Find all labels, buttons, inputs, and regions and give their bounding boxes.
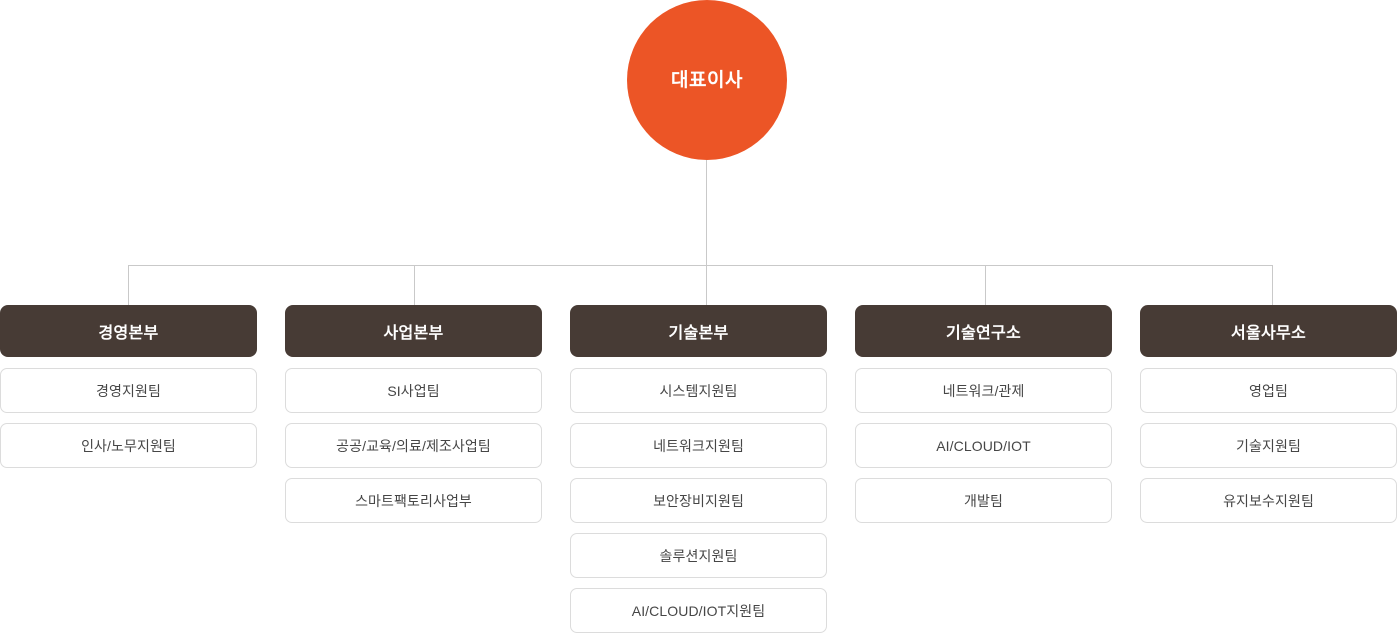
team-list-4: 네트워크/관제 AI/CLOUD/IOT 개발팀 xyxy=(855,368,1112,523)
team-item[interactable]: 기술지원팀 xyxy=(1140,423,1397,468)
team-item[interactable]: SI사업팀 xyxy=(285,368,542,413)
team-item[interactable]: 개발팀 xyxy=(855,478,1112,523)
team-item[interactable]: 솔루션지원팀 xyxy=(570,533,827,578)
team-item[interactable]: 영업팀 xyxy=(1140,368,1397,413)
department-column-4: 기술연구소 네트워크/관제 AI/CLOUD/IOT 개발팀 xyxy=(855,305,1112,633)
team-item-label: 인사/노무지원팀 xyxy=(81,437,176,454)
department-header-1[interactable]: 경영본부 xyxy=(0,305,257,357)
connector-branch-vertical-1 xyxy=(128,265,129,305)
team-item[interactable]: 보안장비지원팀 xyxy=(570,478,827,523)
team-list-5: 영업팀 기술지원팀 유지보수지원팀 xyxy=(1140,368,1397,523)
department-columns: 경영본부 경영지원팀 인사/노무지원팀 사업본부 SI사업팀 공공/교육 xyxy=(0,305,1400,633)
team-item[interactable]: 인사/노무지원팀 xyxy=(0,423,257,468)
team-item[interactable]: AI/CLOUD/IOT지원팀 xyxy=(570,588,827,633)
team-item-label: 네트워크지원팀 xyxy=(653,437,744,454)
department-header-label: 서울사무소 xyxy=(1230,325,1307,342)
department-column-1: 경영본부 경영지원팀 인사/노무지원팀 xyxy=(0,305,257,633)
department-header-4[interactable]: 기술연구소 xyxy=(855,305,1112,357)
department-column-2: 사업본부 SI사업팀 공공/교육/의료/제조사업팀 스마트팩토리사업부 xyxy=(285,305,542,633)
team-item[interactable]: 경영지원팀 xyxy=(0,368,257,413)
connector-root-vertical xyxy=(706,160,707,265)
team-item-label: SI사업팀 xyxy=(387,382,440,399)
department-header-5[interactable]: 서울사무소 xyxy=(1140,305,1397,357)
connector-branch-vertical-4 xyxy=(985,265,986,305)
team-item-label: 공공/교육/의료/제조사업팀 xyxy=(336,437,491,454)
team-item-label: 개발팀 xyxy=(964,492,1003,509)
department-column-5: 서울사무소 영업팀 기술지원팀 유지보수지원팀 xyxy=(1140,305,1397,633)
team-item-label: 솔루션지원팀 xyxy=(659,547,738,564)
team-item-label: 네트워크/관제 xyxy=(942,382,1025,399)
team-list-1: 경영지원팀 인사/노무지원팀 xyxy=(0,368,257,468)
department-column-3: 기술본부 시스템지원팀 네트워크지원팀 보안장비지원팀 솔루션지원팀 AI/CL… xyxy=(570,305,827,633)
team-item-label: 유지보수지원팀 xyxy=(1223,492,1314,509)
connector-branch-vertical-5 xyxy=(1272,265,1273,305)
team-item-label: 기술지원팀 xyxy=(1236,437,1301,454)
team-list-3: 시스템지원팀 네트워크지원팀 보안장비지원팀 솔루션지원팀 AI/CLOUD/I… xyxy=(570,368,827,633)
team-item[interactable]: 유지보수지원팀 xyxy=(1140,478,1397,523)
team-item[interactable]: 네트워크지원팀 xyxy=(570,423,827,468)
team-item-label: 영업팀 xyxy=(1249,382,1288,399)
connector-branch-vertical-3 xyxy=(706,265,707,305)
department-header-label: 기술연구소 xyxy=(945,325,1022,342)
root-node-ceo[interactable]: 대표이사 xyxy=(627,0,787,160)
team-item[interactable]: 공공/교육/의료/제조사업팀 xyxy=(285,423,542,468)
team-item-label: 경영지원팀 xyxy=(96,382,161,399)
team-list-2: SI사업팀 공공/교육/의료/제조사업팀 스마트팩토리사업부 xyxy=(285,368,542,523)
team-item[interactable]: AI/CLOUD/IOT xyxy=(855,423,1112,468)
team-item-label: 보안장비지원팀 xyxy=(653,492,744,509)
team-item-label: AI/CLOUD/IOT지원팀 xyxy=(631,602,766,619)
department-header-label: 기술본부 xyxy=(668,325,729,342)
team-item[interactable]: 스마트팩토리사업부 xyxy=(285,478,542,523)
department-header-label: 경영본부 xyxy=(98,325,159,342)
root-node-label: 대표이사 xyxy=(671,69,743,91)
team-item-label: AI/CLOUD/IOT xyxy=(936,437,1031,454)
team-item[interactable]: 네트워크/관제 xyxy=(855,368,1112,413)
team-item[interactable]: 시스템지원팀 xyxy=(570,368,827,413)
connector-branch-vertical-2 xyxy=(414,265,415,305)
team-item-label: 시스템지원팀 xyxy=(659,382,738,399)
connector-horizontal-bus xyxy=(128,265,1273,266)
department-header-2[interactable]: 사업본부 xyxy=(285,305,542,357)
team-item-label: 스마트팩토리사업부 xyxy=(355,492,472,509)
department-header-3[interactable]: 기술본부 xyxy=(570,305,827,357)
department-header-label: 사업본부 xyxy=(383,325,444,342)
